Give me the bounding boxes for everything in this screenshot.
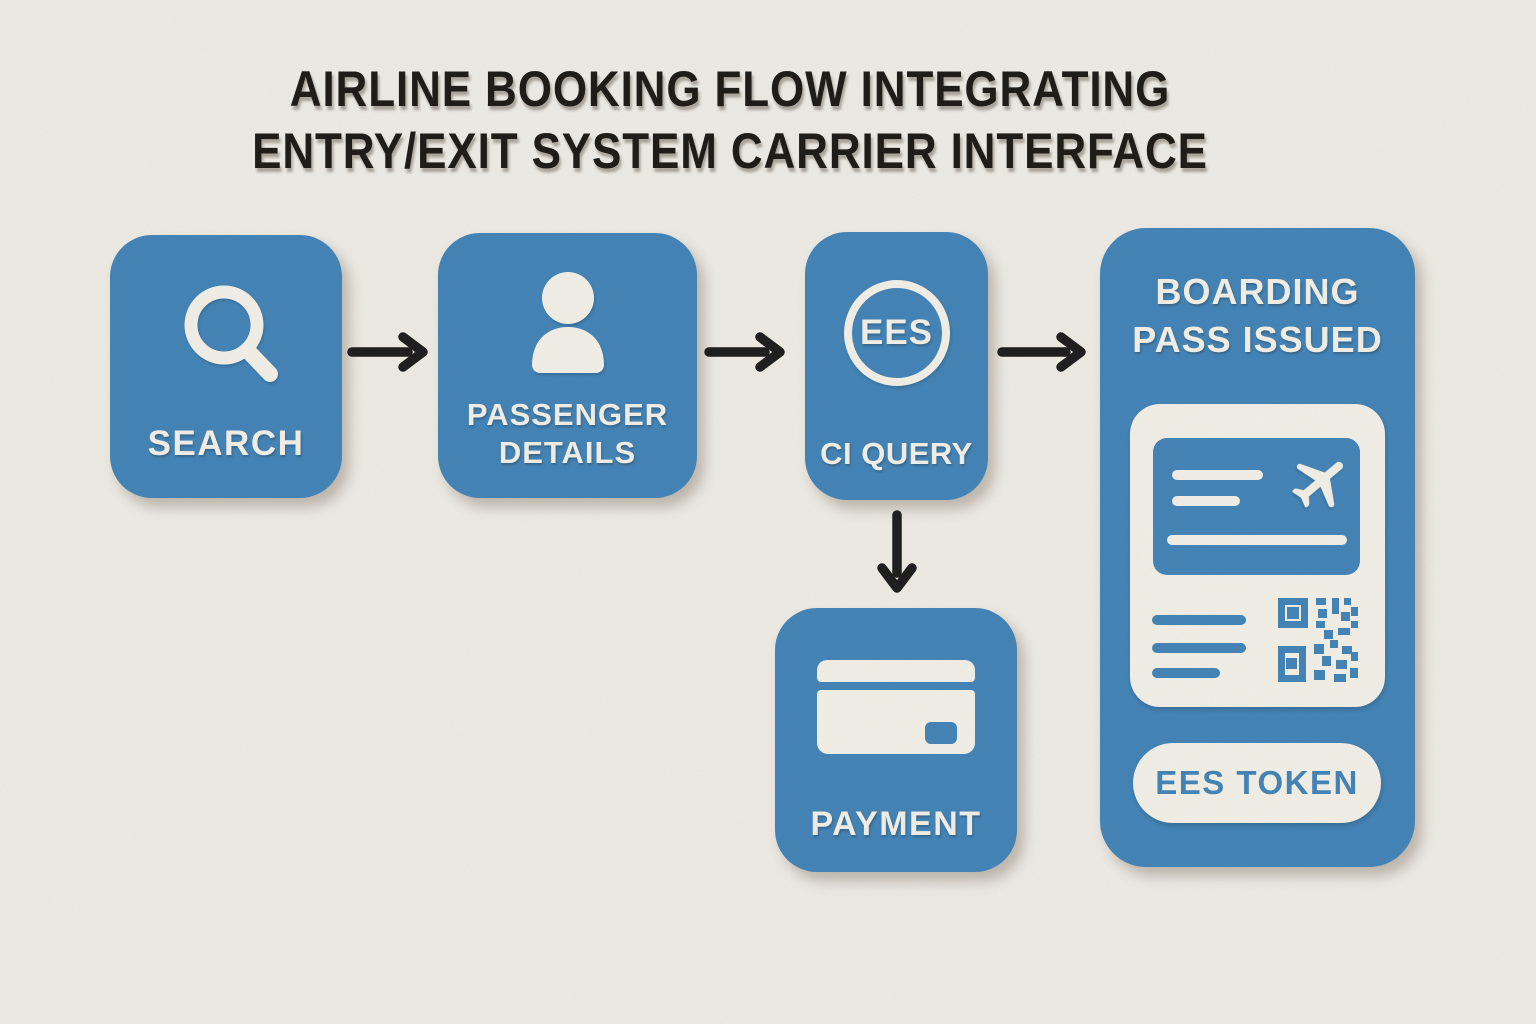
ees-token-pill: EES TOKEN (1133, 743, 1381, 823)
ticket-detail-line (1152, 643, 1246, 653)
node-search: SEARCH (110, 235, 342, 498)
plane-icon (1292, 461, 1344, 508)
credit-card-icon (817, 660, 975, 768)
passenger-details-label-line-1: PASSENGER (466, 397, 669, 432)
node-passenger-details: PASSENGER DETAILS (438, 233, 697, 498)
arrow-passenger-to-ci-query (704, 332, 785, 372)
boarding-pass-card-icon (1130, 404, 1385, 707)
credit-card-body (817, 690, 975, 754)
ees-ring-icon: EES (843, 280, 950, 386)
arrow-ci-query-to-payment (877, 510, 917, 593)
ticket-header-panel (1153, 438, 1360, 575)
boarding-pass-title-line-1: BOARDING (1155, 271, 1360, 312)
page-title: AIRLINE BOOKING FLOW INTEGRATING ENTRY/E… (88, 58, 1373, 182)
node-boarding-pass: BOARDING PASS ISSUED (1100, 228, 1415, 867)
node-ci-query: EES CI QUERY (805, 232, 988, 500)
ees-badge-text: EES (859, 313, 934, 352)
ees-token-label: EES TOKEN (1155, 764, 1359, 801)
payment-label: PAYMENT (810, 805, 982, 843)
arrow-ci-query-to-boarding-pass (997, 332, 1086, 372)
ticket-text-line (1172, 470, 1263, 480)
person-icon (512, 267, 624, 384)
ci-query-label: CI QUERY (820, 436, 973, 471)
node-payment: PAYMENT (775, 608, 1017, 872)
page-title-line-1: AIRLINE BOOKING FLOW INTEGRATING (289, 61, 1171, 117)
credit-card-stripe (817, 660, 975, 682)
boarding-pass-title-line-2: PASS ISSUED (1132, 319, 1383, 360)
ticket-text-line (1172, 496, 1240, 506)
boarding-pass-title: BOARDING PASS ISSUED (1132, 268, 1382, 364)
magnifier-icon (167, 273, 285, 396)
ticket-detail-line (1152, 615, 1246, 625)
credit-card-chip (925, 722, 957, 744)
page-title-line-2: ENTRY/EXIT SYSTEM CARRIER INTERFACE (252, 123, 1208, 179)
ticket-text-line (1167, 535, 1347, 545)
qr-code-icon (1278, 598, 1358, 682)
passenger-details-label-line-2: DETAILS (498, 435, 637, 470)
search-label: SEARCH (147, 424, 305, 463)
passenger-details-label: PASSENGER DETAILS (467, 396, 668, 472)
ticket-detail-line (1152, 668, 1220, 678)
arrow-search-to-passenger (347, 332, 428, 372)
